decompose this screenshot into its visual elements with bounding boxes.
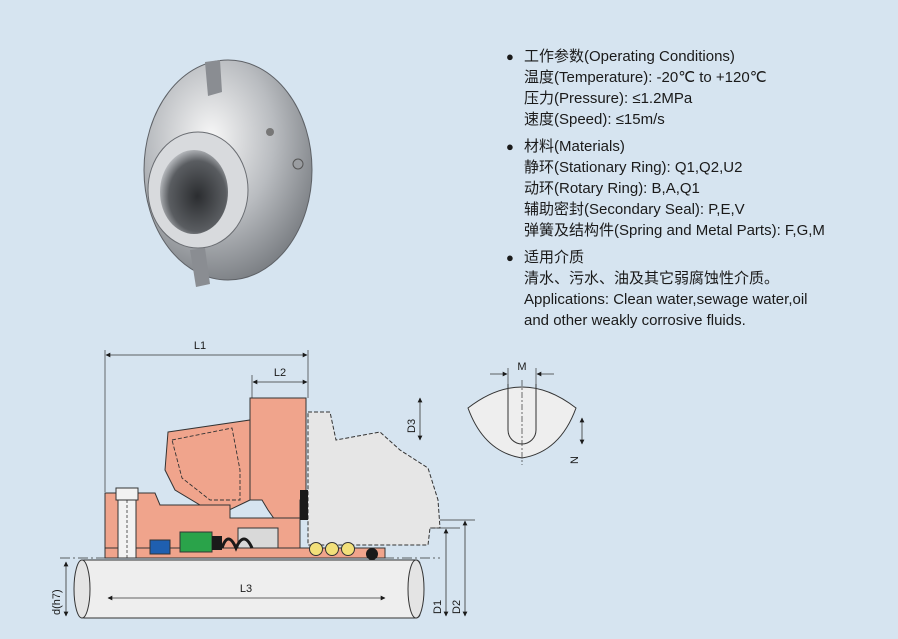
spec-list: ● 工作参数(Operating Conditions) 温度(Temperatu… bbox=[506, 46, 891, 337]
n-label: N bbox=[569, 456, 581, 464]
bullet-icon: ● bbox=[506, 139, 514, 154]
operating-heading: 工作参数(Operating Conditions) bbox=[524, 48, 735, 65]
l2-label: L2 bbox=[274, 367, 286, 379]
o-ring-end bbox=[366, 548, 378, 560]
brand-mark bbox=[266, 128, 274, 136]
spring-metal-line: 弹簧及结构件(Spring and Metal Parts): F,G,M bbox=[524, 222, 825, 239]
bullet-icon: ● bbox=[506, 49, 514, 64]
secondary-seal-line: 辅助密封(Secondary Seal): P,E,V bbox=[524, 201, 745, 218]
ball-1 bbox=[309, 542, 323, 556]
bellows bbox=[220, 537, 254, 552]
set-screw bbox=[292, 158, 304, 170]
gland-plate bbox=[249, 397, 307, 521]
d-label: d(h7) bbox=[51, 589, 63, 615]
seal-photo bbox=[143, 59, 313, 287]
l3-label: L3 bbox=[240, 583, 252, 595]
stationary-ring bbox=[300, 490, 308, 520]
temperature-line: 温度(Temperature): -20℃ to +120℃ bbox=[524, 69, 767, 86]
shaft-end-right bbox=[407, 559, 425, 619]
applications-line-1: Applications: Clean water,sewage water,o… bbox=[524, 291, 808, 308]
media-heading: 适用介质 bbox=[524, 249, 585, 266]
d3-label: D3 bbox=[406, 419, 418, 433]
green-spring-holder bbox=[179, 531, 213, 553]
d2-label: D2 bbox=[451, 600, 463, 614]
gland-body bbox=[164, 419, 251, 513]
m-label: M bbox=[517, 361, 526, 373]
gland-window bbox=[171, 427, 241, 501]
blue-o-ring bbox=[149, 539, 171, 555]
media-section: ● 适用介质 清水、污水、油及其它弱腐蚀性介质。 Applications: Cl… bbox=[506, 247, 891, 331]
media-cn-line: 清水、污水、油及其它弱腐蚀性介质。 bbox=[524, 270, 780, 287]
speed-line: 速度(Speed): ≤15m/s bbox=[524, 111, 665, 128]
bullet-icon: ● bbox=[506, 250, 514, 265]
flange-slot-bottom bbox=[190, 248, 210, 287]
pressure-line: 压力(Pressure): ≤1.2MPa bbox=[524, 90, 693, 107]
rotary-ring-line: 动环(Rotary Ring): B,A,Q1 bbox=[524, 180, 700, 197]
housing bbox=[307, 411, 441, 546]
sleeve-bore bbox=[160, 150, 228, 234]
operating-conditions-section: ● 工作参数(Operating Conditions) 温度(Temperatu… bbox=[506, 46, 891, 130]
slot-detail bbox=[467, 386, 577, 459]
materials-section: ● 材料(Materials) 静环(Stationary Ring): Q1,Q… bbox=[506, 136, 891, 241]
flange-slot-top bbox=[205, 60, 222, 96]
set-screw-shaft bbox=[117, 499, 137, 559]
ball-2 bbox=[325, 542, 339, 556]
materials-heading: 材料(Materials) bbox=[524, 138, 625, 155]
section-drawing: L1 L2 D3 L3 d(h7) D1 D2 M N bbox=[51, 340, 585, 619]
ball-3 bbox=[341, 542, 355, 556]
applications-line-2: and other weakly corrosive fluids. bbox=[524, 312, 746, 329]
stationary-ring-line: 静环(Stationary Ring): Q1,Q2,U2 bbox=[524, 159, 743, 176]
shaft-end-left bbox=[73, 559, 91, 619]
l1-label: L1 bbox=[194, 340, 206, 352]
o-ring-black bbox=[212, 536, 222, 550]
d1-label: D1 bbox=[432, 600, 444, 614]
set-screw-head bbox=[115, 487, 139, 501]
